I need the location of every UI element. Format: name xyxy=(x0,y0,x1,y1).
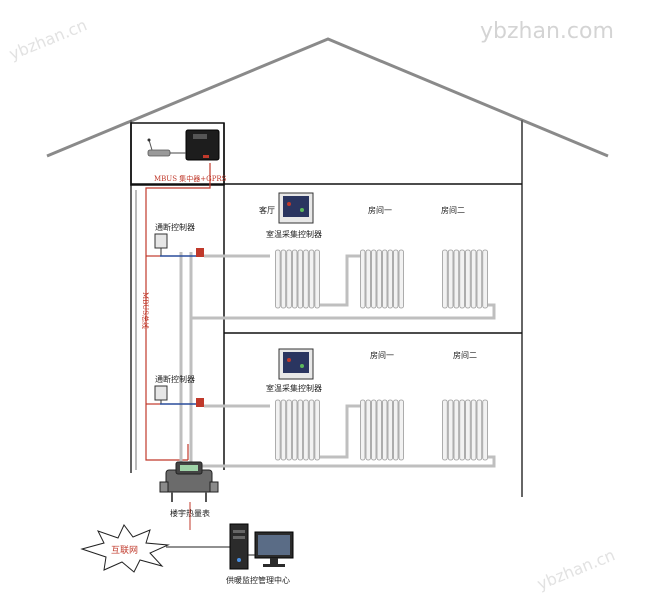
watermark-bottom-right: ybzhan.cn xyxy=(534,545,617,593)
internet-burst-icon xyxy=(80,524,170,573)
upper-radiator-1-icon xyxy=(275,249,320,309)
lower-return-pipe xyxy=(191,455,496,468)
upper-radiator-3-icon xyxy=(442,249,488,309)
monitor-center-label: 供暖监控管理中心 xyxy=(226,575,290,585)
lower-temp-controller-icon xyxy=(278,348,314,380)
lower-onoff-controller-icon xyxy=(154,385,168,404)
mbus-bus-line xyxy=(145,163,211,461)
upper-temp-controller-label: 室温采集控制器 xyxy=(266,229,322,239)
concentrator-device-icon xyxy=(185,129,220,161)
watermark-top-right: ybzhan.com xyxy=(480,19,614,44)
upper-temp-controller-icon xyxy=(278,192,314,224)
lower-valve-icon xyxy=(196,398,204,407)
lower-radiator-2-icon xyxy=(360,399,404,461)
lower-room-two-label: 房间二 xyxy=(453,350,477,360)
pc-monitor-icon xyxy=(254,531,294,567)
lower-temp-controller-label: 室温采集控制器 xyxy=(266,383,322,393)
upper-room-two-label: 房间二 xyxy=(441,205,465,215)
lower-radiator-3-icon xyxy=(442,399,488,461)
lower-room-one-label: 房间一 xyxy=(370,350,394,360)
watermark-top-left: ybzhan.cn xyxy=(6,15,89,63)
upper-onoff-controller-label: 通断控制器 xyxy=(155,222,195,232)
pc-tower-icon xyxy=(229,523,249,570)
upper-onoff-controller-icon xyxy=(154,233,168,256)
lower-onoff-controller-label: 通断控制器 xyxy=(155,374,195,384)
internet-label: 互联网 xyxy=(111,545,138,556)
mbus-concentrator-label: MBUS 集中器+GPRS xyxy=(154,174,227,183)
upper-radiator-2-icon xyxy=(360,249,404,309)
upper-valve-icon xyxy=(196,248,204,257)
upper-room-one-label: 房间一 xyxy=(368,205,392,215)
lower-radiator-1-icon xyxy=(275,399,320,461)
router-icon xyxy=(147,138,171,157)
mbus-bus-label: MBUS总线 xyxy=(141,292,150,329)
lower-connect-pipe xyxy=(320,404,362,459)
upper-connect-pipe xyxy=(320,254,362,307)
heat-meter-icon xyxy=(159,461,219,502)
upper-return-pipe xyxy=(191,303,496,320)
house-roof xyxy=(46,37,609,158)
upper-living-room-label: 客厅 xyxy=(259,205,275,215)
